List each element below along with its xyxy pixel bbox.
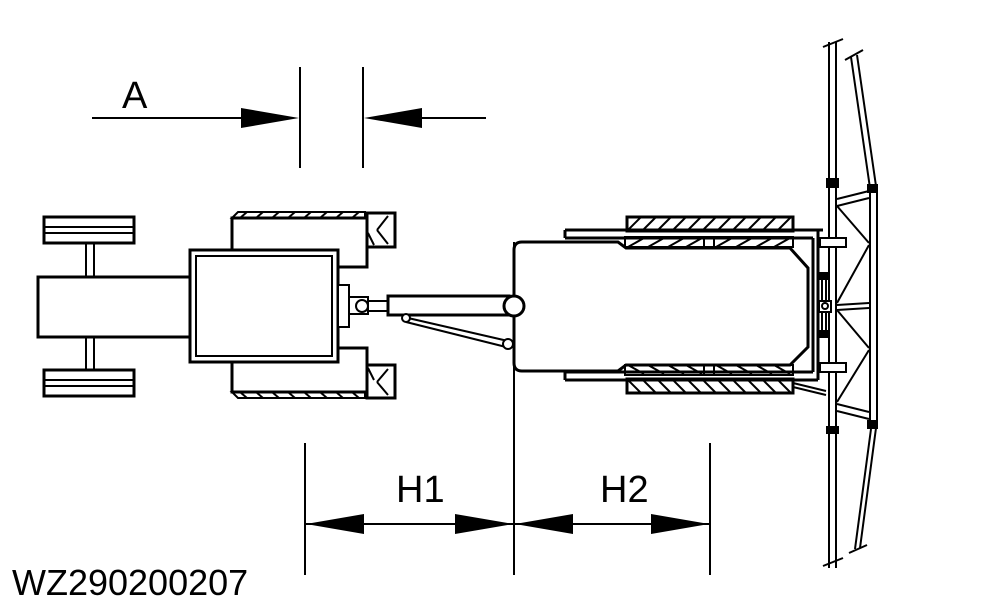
front-tyre-left: [42, 215, 136, 245]
boom-lower-stay: [854, 427, 877, 550]
arrowhead-right: [241, 108, 299, 128]
implement: [502, 215, 823, 575]
dimension-h1-label: H1: [396, 469, 445, 511]
figure-code: WZ290200207: [12, 562, 248, 603]
extension-lines: [304, 443, 711, 575]
dimension-a-ticks: [299, 67, 364, 168]
implement-body: [512, 240, 810, 373]
tractor-hood: [36, 275, 192, 339]
dimension-h2-label: H2: [600, 469, 649, 511]
implement-wheel-right: [624, 364, 795, 395]
dimension-a: A: [92, 67, 486, 168]
drawbar-hitch: [337, 284, 514, 350]
tractor: [36, 211, 397, 400]
hitch-pin: [355, 299, 369, 313]
arrowhead-left: [364, 108, 422, 128]
dimension-h1-h2: H1 H2: [304, 443, 711, 575]
boom-truss: [792, 38, 878, 568]
front-axle: [85, 243, 95, 371]
implement-wheel-left: [624, 215, 795, 248]
boom-outer-chord: [869, 188, 878, 425]
hitch-ball: [502, 294, 526, 318]
boom-upper-stay: [850, 54, 877, 189]
dimension-a-label: A: [122, 75, 148, 117]
boom-lattice: [836, 190, 870, 420]
drawbar: [386, 294, 511, 317]
tractor-cab: [188, 248, 340, 364]
front-tyre-right: [42, 368, 136, 398]
drawbar-brace: [405, 317, 509, 348]
